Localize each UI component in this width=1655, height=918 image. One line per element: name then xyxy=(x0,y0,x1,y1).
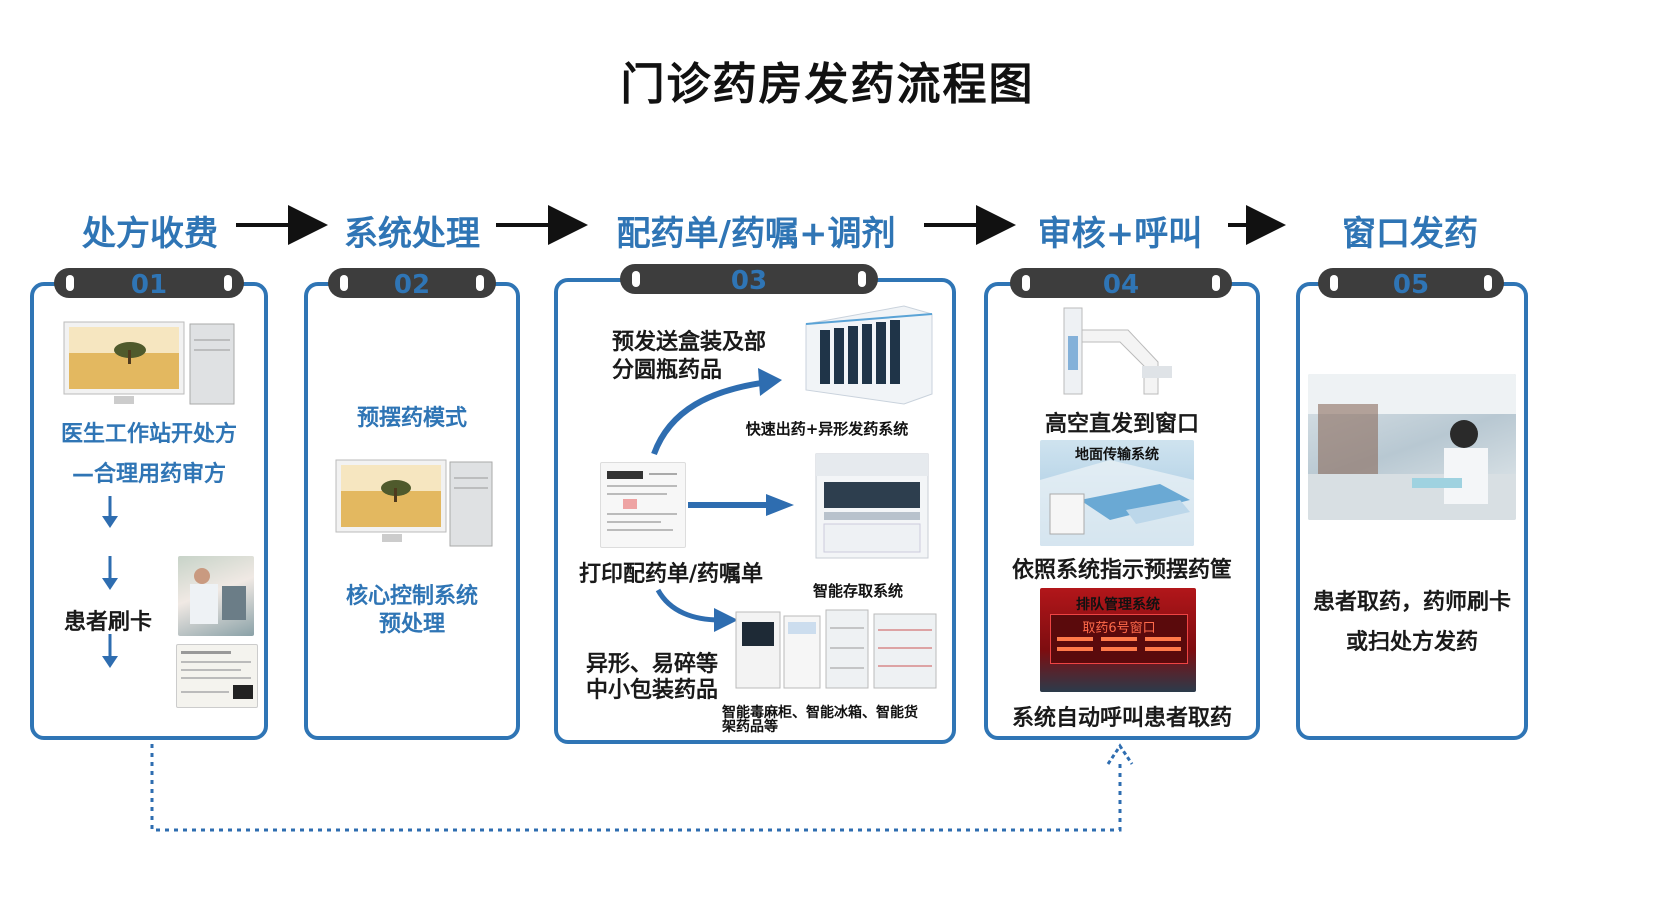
step-heading-3: 配药单/药嘱+调剂 xyxy=(616,214,896,254)
storage-machine-image xyxy=(808,448,934,568)
queue-led-board: 取药6号窗口 xyxy=(1050,614,1188,664)
step-heading-4: 审核+呼叫 xyxy=(1037,214,1203,254)
tab-4: 04 xyxy=(1010,268,1232,300)
tab-number-1: 01 xyxy=(130,270,168,300)
card3-box-drugs-1: 预发送盒装及部 xyxy=(612,330,767,355)
straight-arrow xyxy=(688,494,794,516)
card-swipe-photo xyxy=(178,556,254,636)
card4-high: 高空直发到窗口 xyxy=(1044,412,1199,437)
curved-arrow-down xyxy=(655,588,738,632)
card3-box-drugs-2: 分圆瓶药品 xyxy=(612,358,723,383)
tab-number-5: 05 xyxy=(1392,270,1430,300)
queue-display-image: 排队管理系统 取药6号窗口 xyxy=(1040,588,1196,692)
tab-2: 02 xyxy=(328,268,496,300)
tab-5: 05 xyxy=(1318,268,1504,300)
card2-mode: 预摆药模式 xyxy=(356,406,467,431)
card1-swipe: 患者刷卡 xyxy=(63,610,152,635)
card1-down-arrows xyxy=(102,496,118,668)
cabinets-image xyxy=(734,608,940,692)
tab-number-2: 02 xyxy=(393,270,431,300)
card1-line2: —合理用药审方 xyxy=(71,462,226,487)
card5-line1: 患者取药，药师刷卡 xyxy=(1312,590,1511,615)
curved-arrow-up xyxy=(651,368,782,456)
dotted-loop-line xyxy=(150,744,1122,832)
card4-ground: 地面传输系统 xyxy=(1075,447,1159,463)
print-slip-image xyxy=(600,462,686,548)
card2-core2: 预处理 xyxy=(378,612,445,637)
dotted-loop-arrowhead xyxy=(1106,743,1134,765)
high-conveyor-image xyxy=(1058,306,1178,396)
tab-3: 03 xyxy=(620,264,878,296)
card4-queue: 排队管理系统 xyxy=(1076,597,1160,613)
tab-1: 01 xyxy=(54,268,244,300)
tab-number-4: 04 xyxy=(1102,270,1140,300)
computer-icon xyxy=(62,320,237,410)
queue-led-title: 取药6号窗口 xyxy=(1082,621,1156,636)
card1-line1: 医生工作站开处方 xyxy=(60,422,237,447)
card3-fast-system: 快速出药+异形发药系统 xyxy=(745,420,909,438)
card3-storage: 智能存取系统 xyxy=(812,582,903,600)
window-dispensing-photo xyxy=(1308,374,1516,520)
card3-cabinets-2: 架药品等 xyxy=(722,719,778,735)
card3-odd-2: 中小包装药品 xyxy=(585,678,718,703)
step-heading-5: 窗口发药 xyxy=(1342,214,1478,254)
card4-basket: 依照系统指示预摆药筐 xyxy=(1011,558,1232,583)
fast-dispense-machine-image xyxy=(800,304,936,408)
step-heading-1: 处方收费 xyxy=(82,214,218,254)
prescription-slip-image xyxy=(176,644,258,708)
step-heading-2: 系统处理 xyxy=(344,214,480,254)
tab-number-3: 03 xyxy=(730,266,768,296)
computer-icon-2 xyxy=(334,458,494,550)
card3-cabinets-1: 智能毒麻柜、智能冰箱、智能货 xyxy=(722,705,918,721)
ground-transport-image: 地面传输系统 xyxy=(1040,440,1194,546)
page-title: 门诊药房发药流程图 xyxy=(620,59,1035,110)
card3-print: 打印配药单/药嘱单 xyxy=(578,562,764,587)
card5-line2: 或扫处方发药 xyxy=(1345,630,1478,655)
card3-odd-1: 异形、易碎等 xyxy=(585,652,718,677)
card4-call: 系统自动呼叫患者取药 xyxy=(1011,706,1232,731)
card2-core1: 核心控制系统 xyxy=(345,584,478,609)
